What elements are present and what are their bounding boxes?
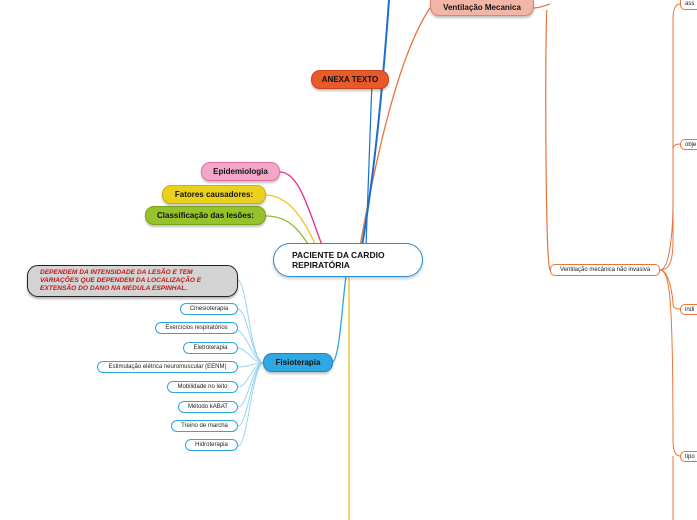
fisio-item-label: Estimulação elétrica neuromuscular (EENM… <box>108 363 227 370</box>
topic-anexa-label: ANEXA TEXTO <box>321 74 379 84</box>
link-central-anexa <box>365 80 373 247</box>
topic-ventilacao-label: Ventilação Mecanica <box>443 2 521 12</box>
cut-node-indi[interactable]: indi <box>680 304 697 315</box>
central-topic[interactable]: PACIENTE DA CARDIO REPIRATÓRIA <box>273 243 423 277</box>
link-central-ventilacao <box>359 7 431 247</box>
fisio-item-label: Mobilidade no leito <box>177 383 228 390</box>
fisio-item-mobilidade-leito[interactable]: Mobilidade no leito <box>167 381 238 393</box>
topic-epidemiologia-label: Epidemiologia <box>213 166 268 176</box>
topic-epidemiologia[interactable]: Epidemiologia <box>201 162 280 181</box>
link-ventilacao-out <box>532 3 551 9</box>
topic-anexa-texto[interactable]: ANEXA TEXTO <box>311 70 389 89</box>
link-central-top-blue <box>361 0 390 247</box>
cut-node-ass[interactable]: ass <box>680 0 697 10</box>
topic-classificacao-label: Classificação das lesões: <box>157 210 254 220</box>
link-nao-invasiva-trunk <box>659 3 681 271</box>
fisio-item-label: Treino de marcha <box>181 422 228 429</box>
fisio-item-exercicios-respiratorios[interactable]: Exercícios respiratórios <box>155 322 238 334</box>
fisio-item-cinesioterapia[interactable]: Cinesioterapia <box>180 303 238 315</box>
ventilacao-nao-invasiva-label: Ventilação mecânica não invasiva <box>559 266 651 273</box>
topic-fisioterapia-label: Fisioterapia <box>275 357 321 367</box>
link-central-fatores <box>264 194 317 247</box>
fisio-item-eletroterapia[interactable]: Eletroterapia <box>183 342 238 354</box>
ventilacao-nao-invasiva[interactable]: Ventilação mecânica não invasiva <box>550 264 660 276</box>
fisio-item-label: Cinesioterapia <box>189 305 229 312</box>
callout-note-text: DEPENDEM DA INTENSIDADE DA LESÃO E TEM V… <box>40 268 202 293</box>
fisioterapia-links <box>231 279 265 447</box>
link-central-epidemiologia <box>279 171 323 246</box>
topic-ventilacao-mecanica[interactable]: Ventilação Mecanica <box>430 0 534 16</box>
cut-node-label: indi <box>685 307 695 313</box>
cut-node-tipo[interactable]: tipo <box>680 451 697 462</box>
link-central-fisioterapia <box>332 275 347 363</box>
fisio-item-hidroterapia[interactable]: Hidroterapia <box>185 439 238 451</box>
topic-fatores-causadores[interactable]: Fatores causadores: <box>162 185 266 204</box>
central-topic-label: PACIENTE DA CARDIO REPIRATÓRIA <box>292 249 385 270</box>
cut-node-label: ass <box>685 1 695 7</box>
topic-fisioterapia[interactable]: Fisioterapia <box>263 353 333 372</box>
topic-fatores-label: Fatores causadores: <box>174 189 254 199</box>
fisio-item-treino-marcha[interactable]: Treino de marcha <box>171 420 238 432</box>
topic-classificacao-lesoes[interactable]: Classificação das lesões: <box>145 206 266 225</box>
link-ventilacao-nao-invasiva <box>545 9 551 271</box>
fisio-item-eenm[interactable]: Estimulação elétrica neuromuscular (EENM… <box>97 361 238 373</box>
cut-node-label: tipo <box>685 454 695 460</box>
nao-invasiva-links <box>659 143 681 520</box>
fisio-item-label: Exercícios respiratórios <box>165 324 228 331</box>
callout-note[interactable]: DEPENDEM DA INTENSIDADE DA LESÃO E TEM V… <box>27 265 238 297</box>
fisio-item-metodo-kabat[interactable]: Método kABAT <box>178 401 238 413</box>
fisio-item-label: Método kABAT <box>188 403 228 410</box>
cut-node-obje[interactable]: obje <box>680 139 697 150</box>
fisio-item-label: Eletroterapia <box>193 344 228 351</box>
fisio-item-label: Hidroterapia <box>195 441 228 448</box>
cut-node-label: obje <box>685 142 697 148</box>
